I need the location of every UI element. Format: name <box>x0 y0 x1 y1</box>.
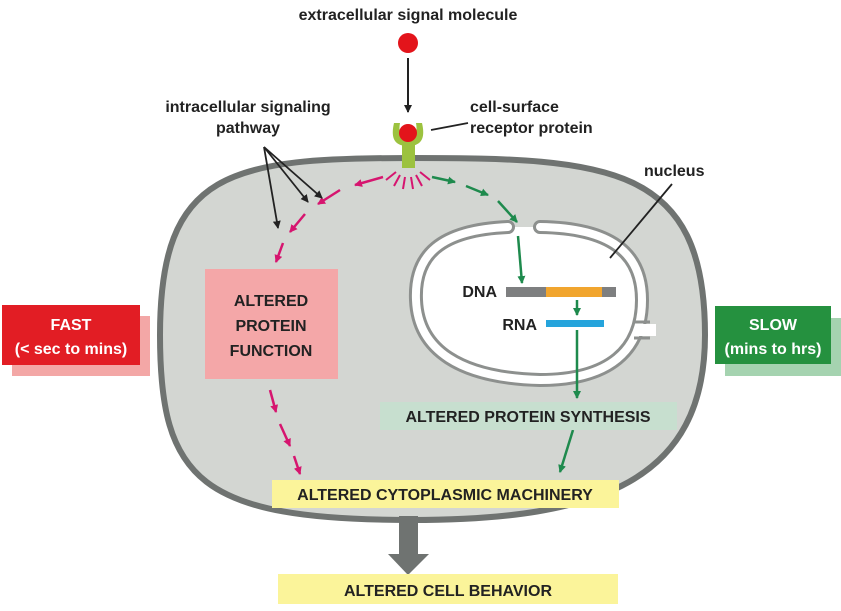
slow-title: SLOW <box>749 317 798 334</box>
receptor-activation-ticks <box>385 171 431 190</box>
signal-molecule-label: extracellular signal molecule <box>299 7 518 24</box>
nucleus <box>408 220 656 388</box>
protein-function-box: ALTERED PROTEIN FUNCTION <box>205 269 338 379</box>
fast-box: FAST (< sec to mins) <box>2 305 150 376</box>
protein-synthesis-label: ALTERED PROTEIN SYNTHESIS <box>405 409 650 426</box>
pathway-label-line2: pathway <box>216 120 280 137</box>
cytoplasmic-machinery-box: ALTERED CYTOPLASMIC MACHINERY <box>272 480 619 508</box>
label-pointers <box>263 122 673 259</box>
receptor-label-line1: cell-surface <box>470 99 559 116</box>
rna-label: RNA <box>502 317 537 334</box>
protein-function-line2: PROTEIN <box>235 318 306 335</box>
fast-title: FAST <box>51 317 92 334</box>
dna-bar-left <box>506 287 546 297</box>
receptor-label-line2: receptor protein <box>470 120 593 137</box>
protein-function-line1: ALTERED <box>234 293 308 310</box>
slow-pathway <box>431 175 581 473</box>
cell-behavior-label: ALTERED CELL BEHAVIOR <box>344 583 552 600</box>
cytoplasmic-machinery-label: ALTERED CYTOPLASMIC MACHINERY <box>297 487 593 504</box>
signal-molecule <box>398 33 418 53</box>
protein-synthesis-box: ALTERED PROTEIN SYNTHESIS <box>380 402 677 430</box>
fast-pathway <box>268 175 384 475</box>
protein-function-line3: FUNCTION <box>230 343 313 360</box>
cell-behavior-box: ALTERED CELL BEHAVIOR <box>278 574 618 604</box>
fast-range: (< sec to mins) <box>15 341 127 358</box>
dna-gene <box>546 287 602 297</box>
nucleus-label: nucleus <box>644 163 705 180</box>
dna-label: DNA <box>462 284 497 301</box>
slow-range: (mins to hrs) <box>725 341 822 358</box>
behavior-arrow <box>388 516 429 575</box>
pathway-label-line1: intracellular signaling <box>165 99 330 116</box>
receptor-protein <box>392 123 424 168</box>
dna-bar-right <box>602 287 616 297</box>
slow-box: SLOW (mins to hrs) <box>715 306 841 376</box>
rna-bar <box>546 320 604 327</box>
